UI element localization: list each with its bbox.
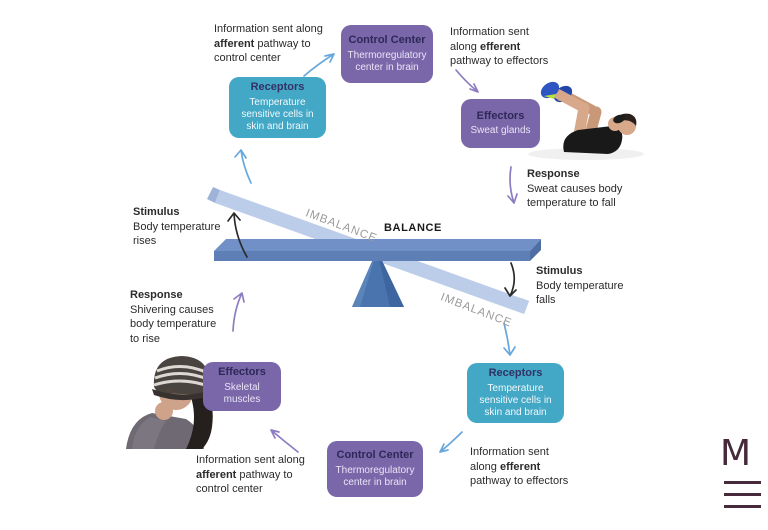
efferent-note-bottom-post: pathway to effectors <box>470 475 569 488</box>
response-label-right-body: Sweat causes body temperature to fall <box>527 182 623 210</box>
arrow-stimulus-right-down <box>504 262 517 297</box>
logo-line-1 <box>724 481 761 484</box>
effectors-box-top-title: Effectors <box>476 109 525 122</box>
afferent-note-bottom: Information sent along afferent pathway … <box>196 453 320 497</box>
receptors-box-bottom-title: Receptors <box>488 366 543 379</box>
fulcrum <box>352 250 404 307</box>
arrow-plank-to-receptors-bottom <box>503 322 516 356</box>
afferent-note-bottom-bold: afferent <box>196 468 237 481</box>
afferent-note-top: Information sent along afferent pathway … <box>214 22 336 66</box>
receptors-box-bottom: Receptors Temperature sensitive cells in… <box>467 363 564 423</box>
efferent-note-top: Information sent along efferent pathway … <box>450 25 558 69</box>
receptors-box-bottom-body: Temperature sensitive cells in skin and … <box>479 382 552 418</box>
response-label-left: Response Shivering causes body temperatu… <box>130 288 226 346</box>
control-center-box-bottom-title: Control Center <box>336 448 414 461</box>
arrow-plank-to-receptors-top <box>234 149 252 184</box>
efferent-note-bottom-pre: Information sent along <box>470 446 549 473</box>
control-center-box-top-title: Control Center <box>348 33 426 46</box>
arrow-response-left-up <box>232 292 245 332</box>
arrow-receptors-to-control-bottom <box>439 431 463 453</box>
receptors-box-top-title: Receptors <box>250 81 305 94</box>
efferent-note-bottom: Information sent along efferent pathway … <box>470 445 578 489</box>
plank-balance <box>214 239 541 261</box>
effectors-box-top-body: Sweat glands <box>470 125 531 137</box>
afferent-note-top-post: pathway to control center <box>214 37 311 65</box>
stimulus-label-right-title: Stimulus <box>536 265 583 277</box>
response-label-right: Response Sweat causes body temperature t… <box>527 167 629 211</box>
arrow-response-right-down <box>507 166 518 204</box>
control-center-box-bottom-body: Thermoregulatory center in brain <box>335 464 415 488</box>
person-crunch-photo <box>528 81 644 160</box>
afferent-note-top-pre: Information sent along <box>214 23 323 35</box>
logo-letter: M <box>720 433 752 474</box>
afferent-note-bottom-post: pathway to control center <box>196 468 293 496</box>
efferent-note-top-pre: Information sent along <box>450 26 529 53</box>
brand-logo: M <box>718 436 761 508</box>
stimulus-label-right: Stimulus Body temperature falls <box>536 264 628 308</box>
efferent-note-bottom-bold: efferent <box>499 460 541 473</box>
stimulus-label-left-title: Stimulus <box>133 206 180 218</box>
effectors-box-top: Effectors Sweat glands <box>461 99 540 148</box>
response-label-right-title: Response <box>527 168 580 180</box>
logo-line-2 <box>724 493 761 496</box>
stimulus-label-left: Stimulus Body temperature rises <box>133 205 233 249</box>
efferent-note-top-bold: efferent <box>479 40 521 53</box>
response-label-left-title: Response <box>130 289 183 301</box>
afferent-note-bottom-pre: Information sent along <box>196 454 305 466</box>
arrow-afferent-to-control-top <box>303 53 335 77</box>
efferent-note-top-post: pathway to effectors <box>450 55 549 68</box>
stimulus-label-left-body: Body temperature rises <box>133 220 221 248</box>
arrow-control-to-effectors-bottom <box>270 429 299 453</box>
effectors-box-bottom: Effectors Skeletal muscles <box>203 362 281 411</box>
control-center-box-top-body: Thermoregulatory center in brain <box>347 49 427 73</box>
response-label-left-body: Shivering causes body temperature to ris… <box>130 303 217 345</box>
stimulus-label-right-body: Body temperature falls <box>536 279 624 307</box>
receptors-box-top-body: Temperature sensitive cells in skin and … <box>241 97 314 133</box>
balance-label: BALANCE <box>384 222 442 234</box>
arrow-stimulus-left-up <box>227 212 248 258</box>
receptors-box-top: Receptors Temperature sensitive cells in… <box>229 77 326 138</box>
effectors-box-bottom-body: Skeletal muscles <box>223 382 261 406</box>
control-center-box-bottom: Control Center Thermoregulatory center i… <box>327 441 423 497</box>
afferent-note-top-bold: afferent <box>214 37 255 50</box>
effectors-box-bottom-title: Effectors <box>218 366 266 379</box>
logo-line-3 <box>724 505 761 508</box>
arrow-control-to-effectors-top <box>455 69 479 93</box>
control-center-box-top: Control Center Thermoregulatory center i… <box>341 25 433 83</box>
